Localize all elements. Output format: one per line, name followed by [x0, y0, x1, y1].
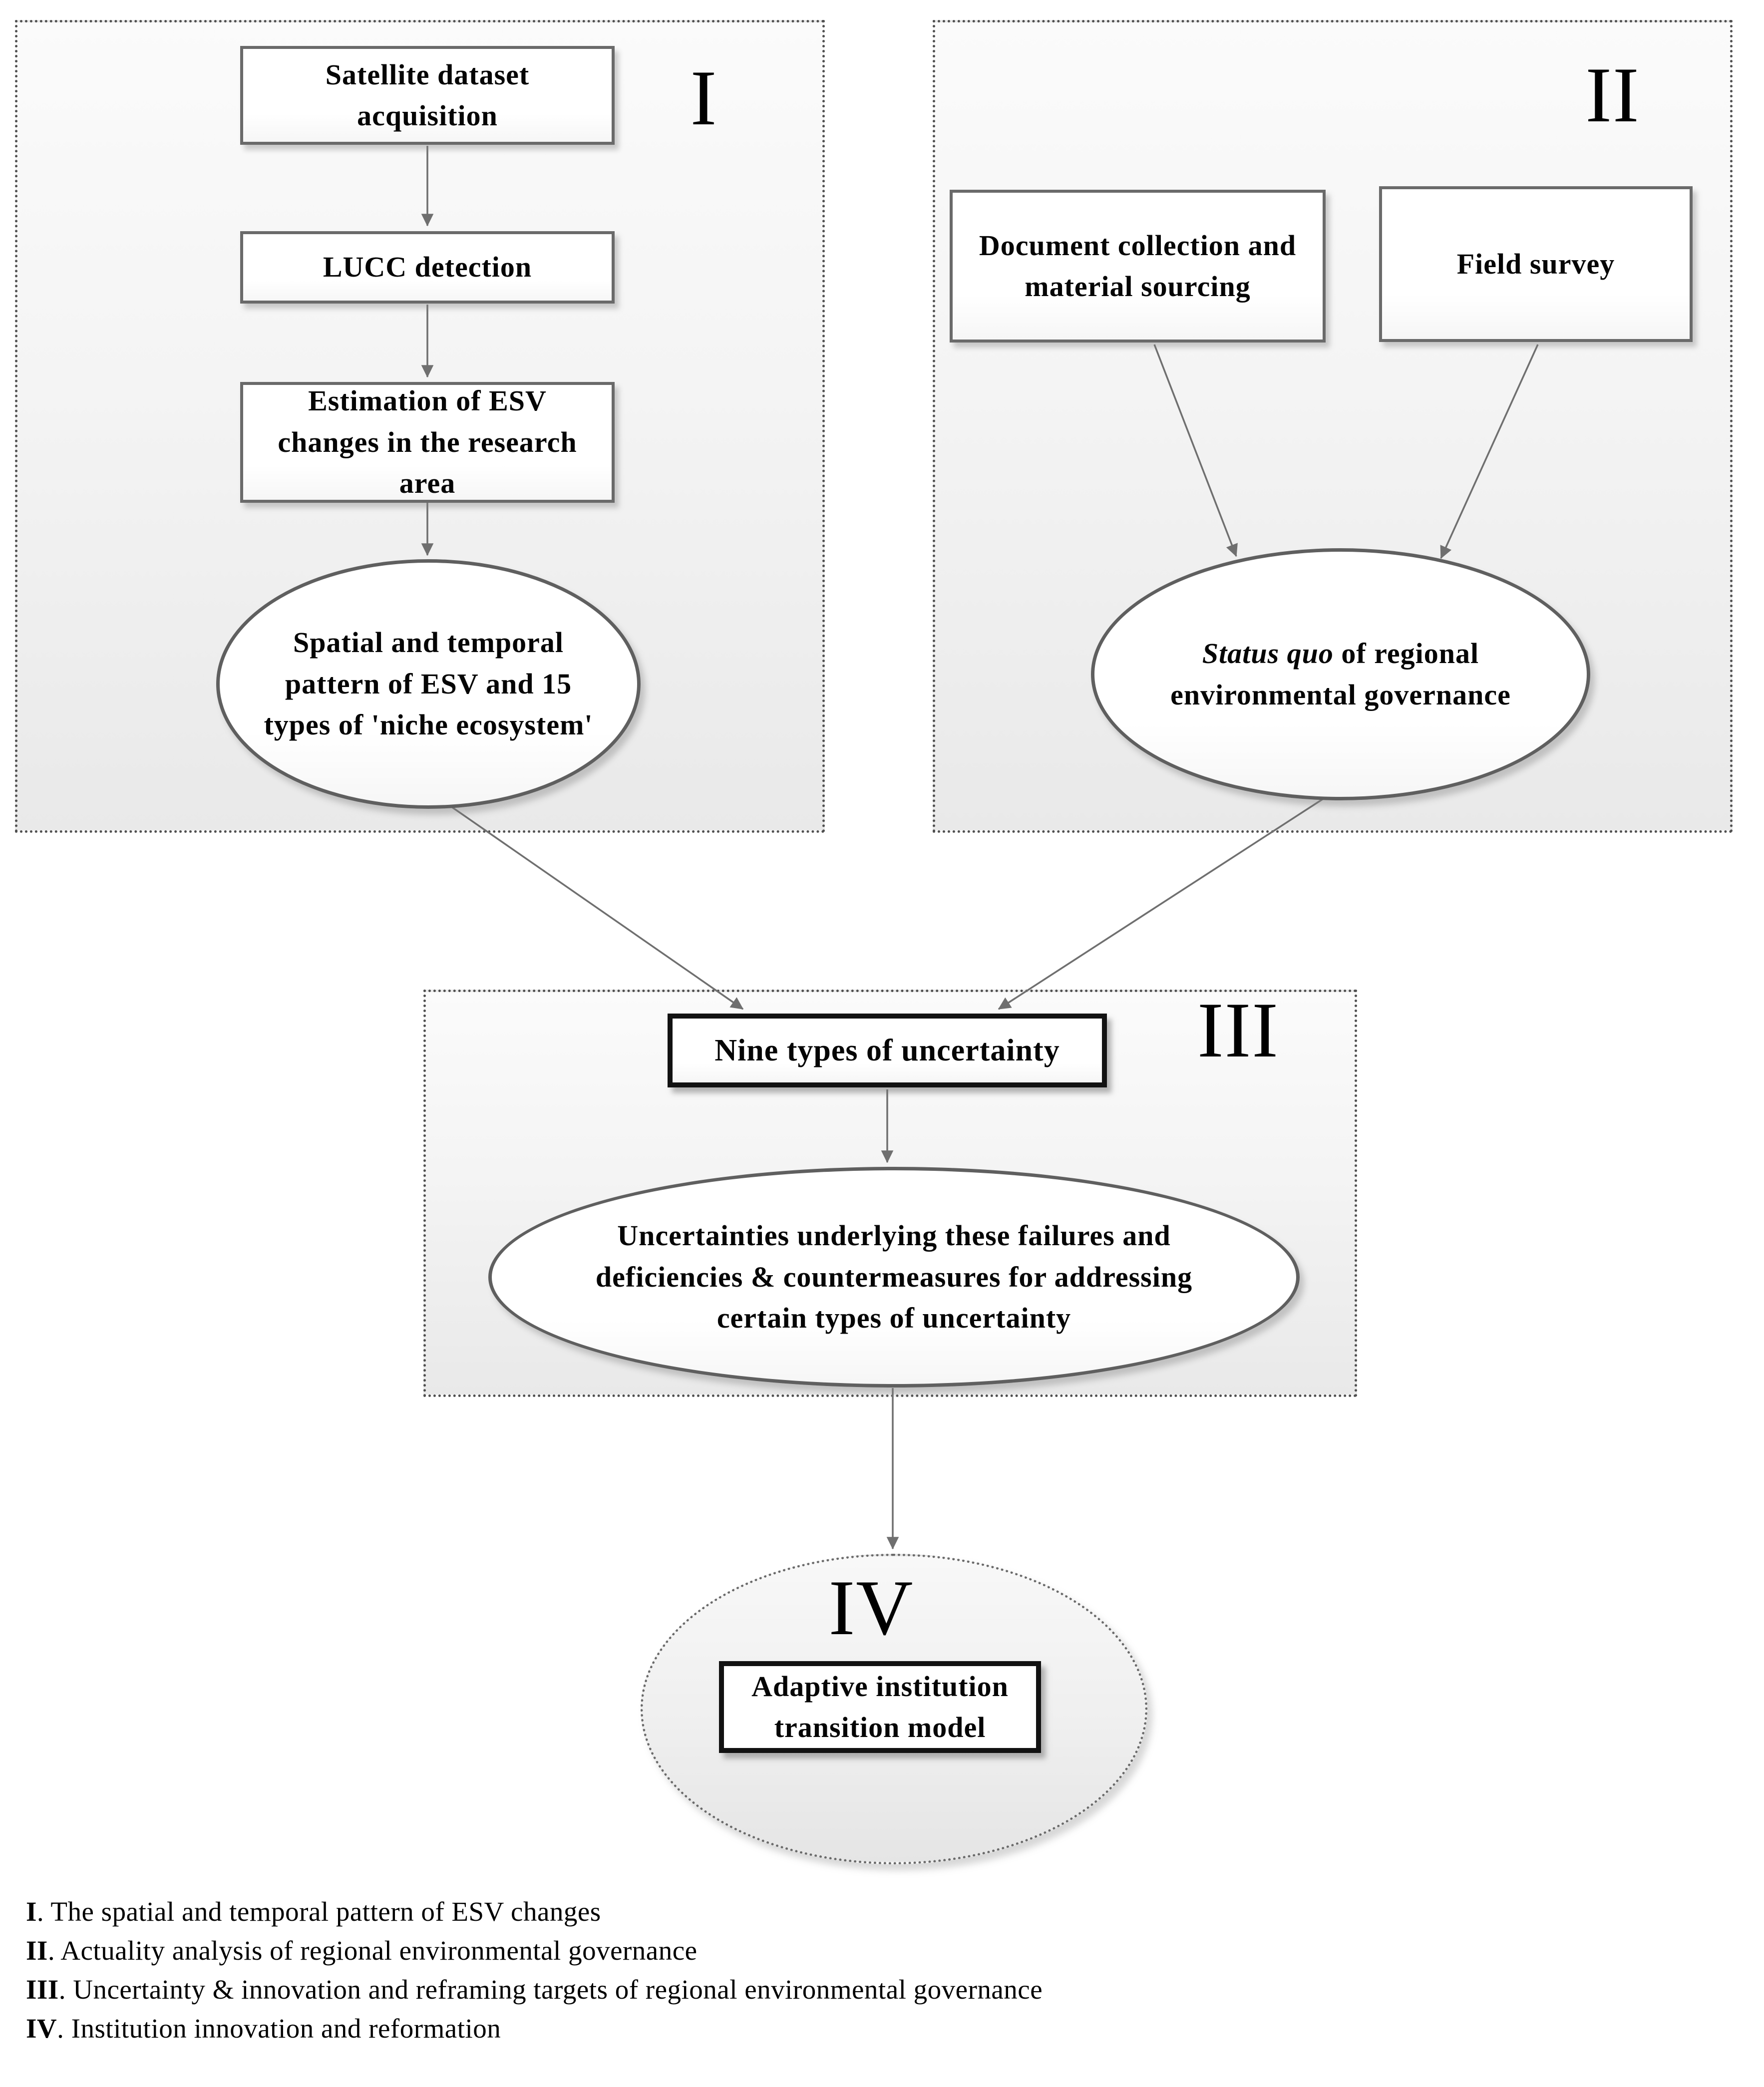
node-document-box: Document collection and material sourcin…	[950, 190, 1326, 343]
node-lucc-box: LUCC detection	[240, 231, 615, 304]
legend-item: IV. Institution innovation and reformati…	[26, 2009, 1043, 2048]
legend-text: . Institution innovation and reformation	[57, 2013, 501, 2044]
legend-text: . Uncertainty & innovation and reframing…	[58, 1974, 1043, 2005]
adaptive-model-label: Adaptive institution transition model	[751, 1670, 1009, 1743]
legend-numeral: I	[26, 1896, 37, 1927]
document-box-label: Document collection and material sourcin…	[979, 229, 1297, 303]
legend-text: . Actuality analysis of regional environ…	[47, 1935, 698, 1966]
legend-text: . The spatial and temporal pattern of ES…	[36, 1896, 601, 1927]
nine-types-label: Nine types of uncertainty	[714, 1033, 1060, 1067]
legend: I. The spatial and temporal pattern of E…	[26, 1892, 1043, 2048]
uncertainties-label: Uncertainties underlying these failures …	[595, 1219, 1193, 1335]
node-field-survey-box: Field survey	[1379, 186, 1693, 342]
node-uncertainties-ellipse: Uncertainties underlying these failures …	[488, 1167, 1300, 1388]
status-quo-rest-part: of regional environmental governance	[1170, 637, 1511, 711]
section-4-numeral: IV	[828, 1564, 914, 1652]
legend-item: I. The spatial and temporal pattern of E…	[26, 1892, 1043, 1931]
arrow-pattern-to-nine-types	[449, 804, 744, 1010]
section-2-numeral: II	[1585, 51, 1640, 139]
section-1-numeral: I	[690, 54, 718, 142]
lucc-box-label: LUCC detection	[323, 251, 532, 284]
field-survey-label: Field survey	[1456, 247, 1615, 280]
arrow-status-quo-to-nine-types	[998, 798, 1324, 1010]
estimation-box-label: Estimation of ESV changes in the researc…	[278, 384, 577, 500]
node-adaptive-model-box: Adaptive institution transition model	[719, 1661, 1041, 1753]
section-3-numeral: III	[1197, 987, 1279, 1074]
legend-numeral: II	[26, 1935, 48, 1966]
esv-pattern-label: Spatial and temporal pattern of ESV and …	[264, 626, 593, 741]
status-quo-label: Status quo of regional environmental gov…	[1144, 633, 1537, 715]
legend-item: II. Actuality analysis of regional envir…	[26, 1931, 1043, 1970]
legend-numeral: III	[26, 1974, 59, 2005]
arrow-document-to-status-quo	[1153, 344, 1238, 557]
satellite-box-label: Satellite dataset acquisition	[325, 58, 530, 132]
status-quo-italic-part: Status quo	[1202, 637, 1334, 670]
legend-item: III. Uncertainty & innovation and refram…	[26, 1970, 1043, 2009]
arrow-field-to-status-quo	[1440, 344, 1539, 559]
node-estimation-box: Estimation of ESV changes in the researc…	[240, 382, 615, 503]
legend-numeral: IV	[26, 2013, 57, 2044]
node-nine-types-box: Nine types of uncertainty	[668, 1014, 1107, 1087]
node-status-quo-ellipse: Status quo of regional environmental gov…	[1091, 548, 1590, 800]
node-satellite-box: Satellite dataset acquisition	[240, 46, 615, 145]
node-esv-pattern-ellipse: Spatial and temporal pattern of ESV and …	[216, 559, 641, 809]
